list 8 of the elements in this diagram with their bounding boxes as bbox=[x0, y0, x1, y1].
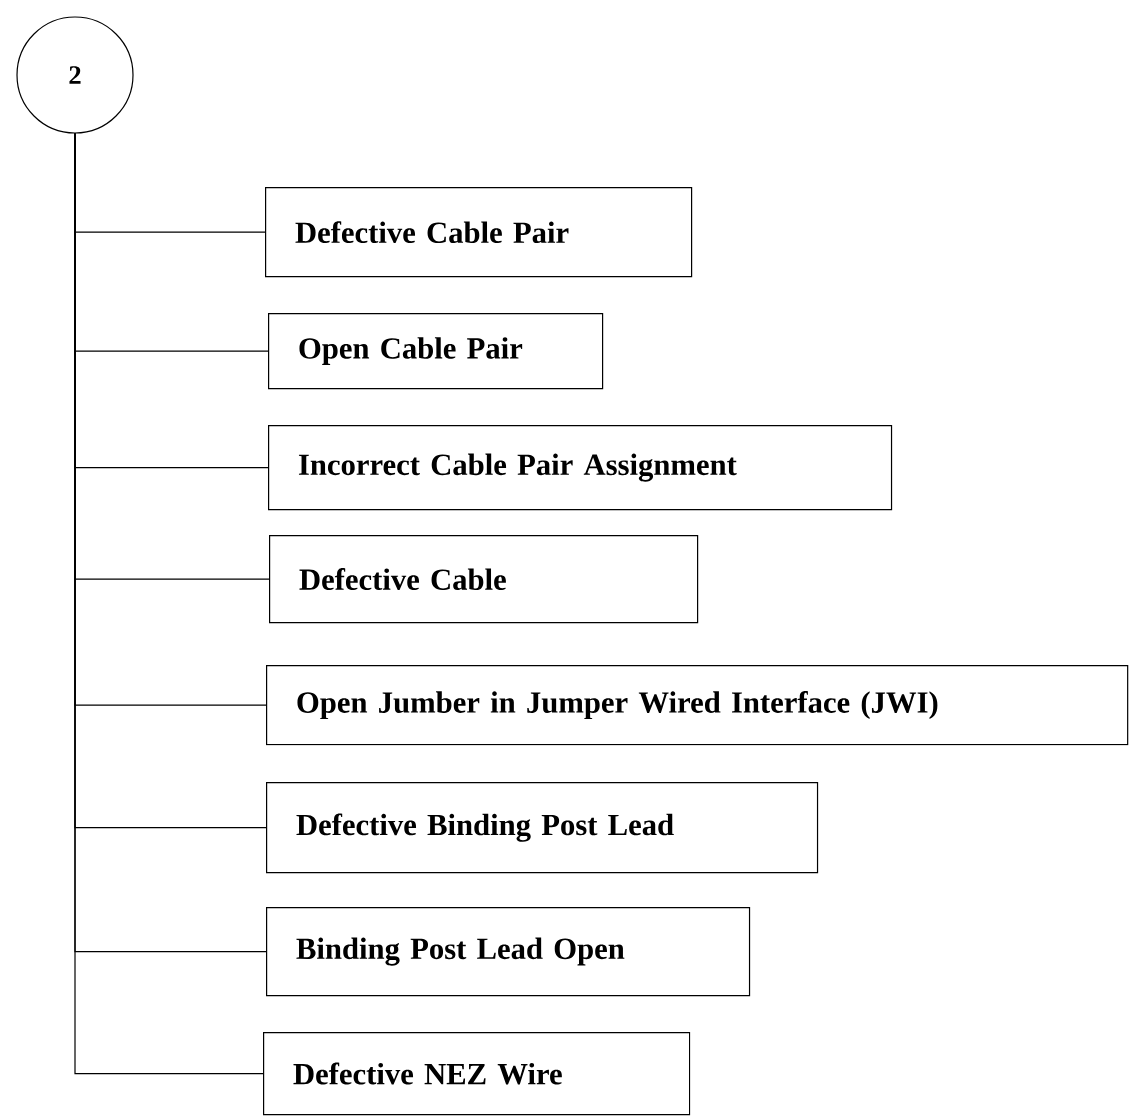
label-box: Defective Cable Pair bbox=[265, 187, 693, 278]
label-box: Binding Post Lead Open bbox=[266, 907, 751, 997]
label-box: Open Cable Pair bbox=[268, 313, 604, 390]
label-box: Defective NEZ Wire bbox=[263, 1032, 691, 1116]
label-box: Open Jumber in Jumper Wired Interface (JWI) bbox=[266, 665, 1129, 746]
label-box: Defective Binding Post Lead bbox=[266, 782, 819, 874]
label-box: Defective Cable bbox=[269, 535, 699, 624]
label-box: Incorrect Cable Pair Assignment bbox=[268, 425, 893, 511]
